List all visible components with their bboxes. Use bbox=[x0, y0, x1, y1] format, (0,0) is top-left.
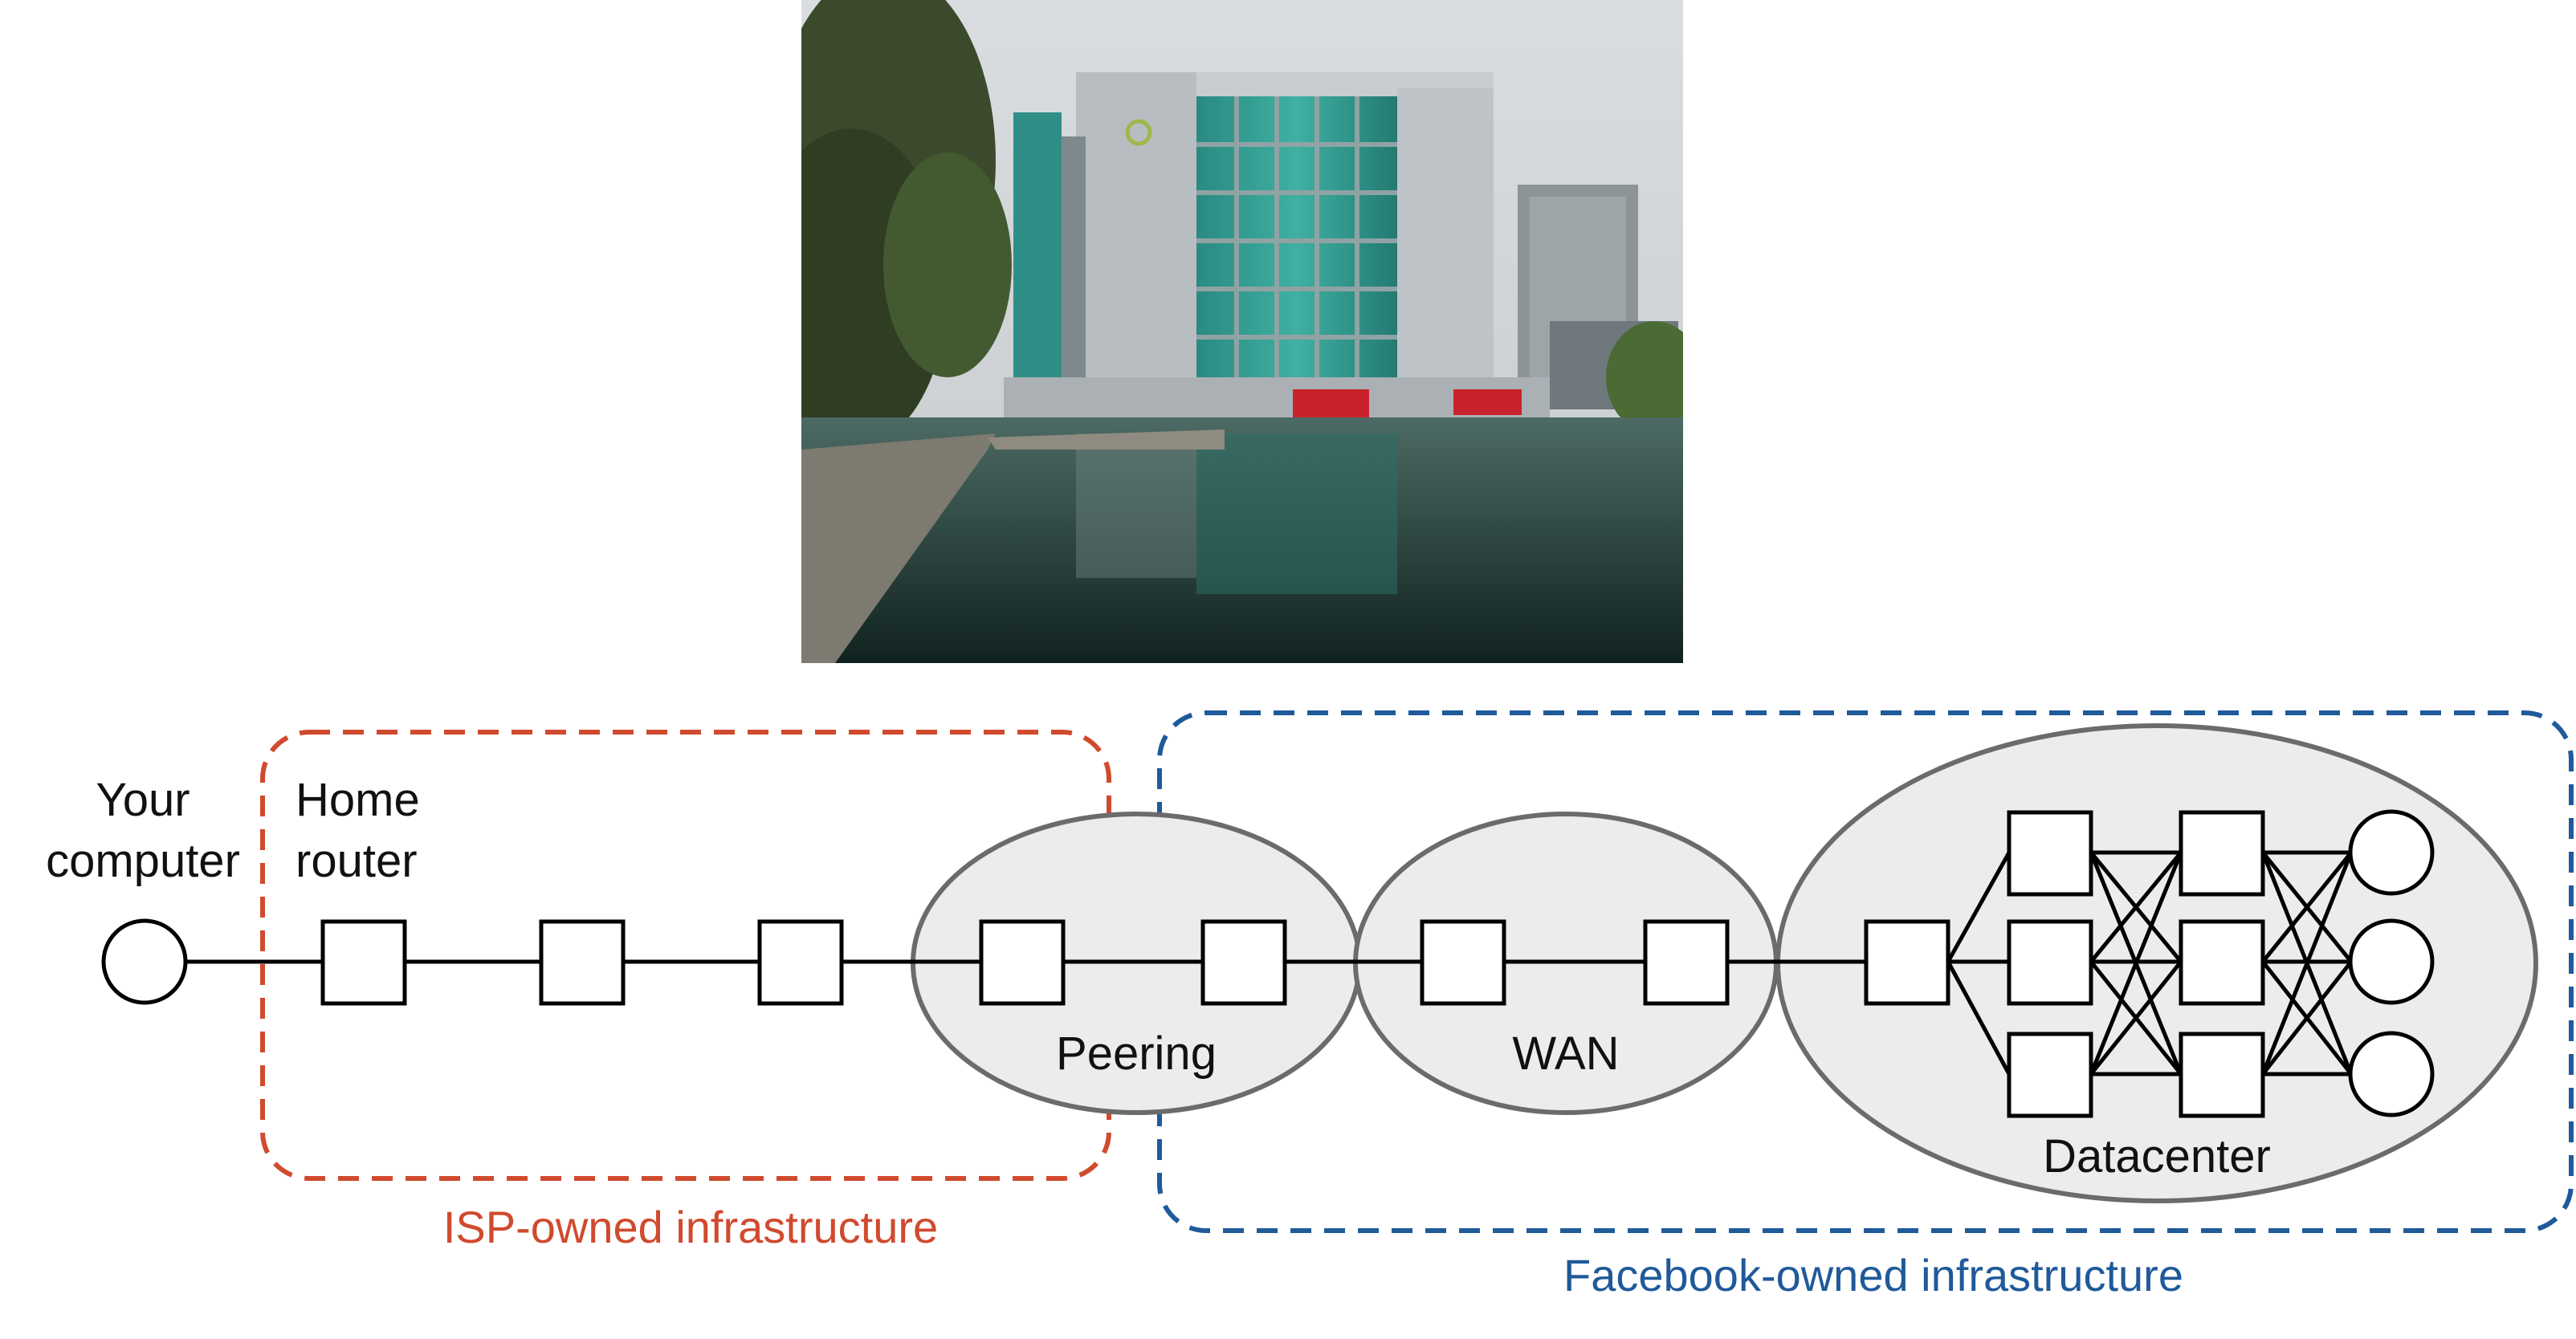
peering-router-facebook bbox=[1200, 919, 1287, 1006]
datacenter-switch-b1 bbox=[2179, 810, 2265, 897]
datacenter-switch-b2 bbox=[2179, 919, 2265, 1006]
datacenter-switch-a3 bbox=[2007, 1032, 2093, 1118]
datacenter-photo bbox=[801, 0, 1683, 663]
datacenter-label: Datacenter bbox=[2043, 1130, 2271, 1182]
datacenter-server-3 bbox=[2348, 1031, 2435, 1117]
datacenter-edge-router bbox=[1864, 919, 1950, 1006]
home-router-node bbox=[320, 919, 407, 1006]
your-computer-label-line1: Your bbox=[96, 774, 190, 826]
datacenter-server-2 bbox=[2348, 918, 2435, 1005]
isp-caption: ISP-owned infrastructure bbox=[443, 1202, 938, 1252]
isp-router-node-1 bbox=[539, 919, 626, 1006]
your-computer-label-line2: computer bbox=[46, 835, 240, 887]
datacenter-switch-b3 bbox=[2179, 1032, 2265, 1118]
your-computer-node bbox=[101, 918, 188, 1005]
datacenter-switch-a2 bbox=[2007, 919, 2093, 1006]
facebook-caption: Facebook-owned infrastructure bbox=[1563, 1250, 2183, 1300]
wan-router-2 bbox=[1643, 919, 1730, 1006]
datacenter-server-1 bbox=[2348, 809, 2435, 896]
datacenter-switch-a1 bbox=[2007, 810, 2093, 897]
home-router-label-line2: router bbox=[296, 835, 418, 887]
isp-region-box bbox=[260, 730, 1111, 1181]
isp-router-node-2 bbox=[757, 919, 844, 1006]
wan-label: WAN bbox=[1512, 1028, 1619, 1080]
peering-router-isp bbox=[979, 919, 1066, 1006]
home-router-label-line1: Home bbox=[296, 774, 420, 826]
peering-label: Peering bbox=[1056, 1028, 1217, 1080]
wan-router-1 bbox=[1420, 919, 1506, 1006]
